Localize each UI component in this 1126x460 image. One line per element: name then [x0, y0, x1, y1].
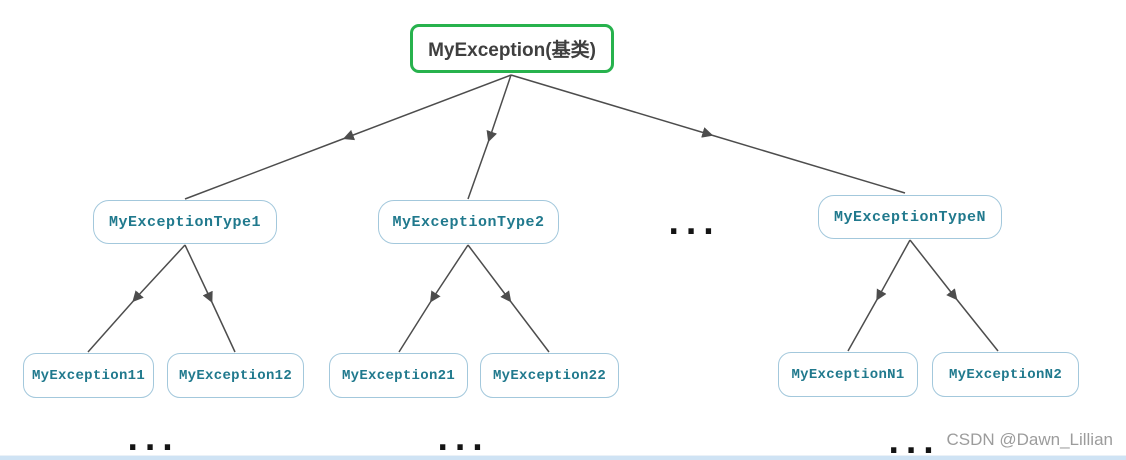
node-myexception21: MyException21: [329, 353, 468, 398]
node-root-myexception: MyException(基类): [410, 24, 614, 73]
node-myexception12: MyException12: [167, 353, 304, 398]
node-myexception22: MyException22: [480, 353, 619, 398]
edge-root-to-type2: [467, 74, 512, 200]
edge-type1-to-leaf12: [184, 244, 236, 353]
node-label: MyException12: [178, 367, 293, 384]
edge-type2-to-leaf21: [398, 244, 469, 353]
node-label: MyExceptionType1: [108, 213, 262, 231]
node-label: MyException11: [31, 367, 146, 384]
node-label: MyException21: [341, 367, 456, 384]
node-myexception11: MyException11: [23, 353, 154, 398]
node-label: MyExceptionN1: [791, 366, 905, 383]
edge-typeN-to-leafN1: [847, 239, 911, 352]
ellipsis-bottom-group1: ...: [127, 423, 180, 458]
csdn-watermark: CSDN @Dawn_Lillian: [946, 430, 1113, 449]
node-label: MyExceptionN2: [948, 366, 1063, 383]
node-label: MyExceptionTypeN: [833, 208, 987, 226]
node-myexceptiontypen: MyExceptionTypeN: [818, 195, 1002, 239]
edge-root-to-type1: [184, 74, 512, 200]
bottom-edge-line: [0, 455, 1126, 460]
node-label: MyException22: [492, 367, 607, 384]
edge-typeN-to-leafN2: [909, 239, 999, 352]
node-myexceptionn1: MyExceptionN1: [778, 352, 918, 397]
edge-type2-to-leaf22: [467, 244, 550, 353]
node-myexceptionn2: MyExceptionN2: [932, 352, 1079, 397]
node-root-label: MyException(基类): [428, 40, 596, 61]
node-myexceptiontype1: MyExceptionType1: [93, 200, 277, 244]
node-myexceptiontype2: MyExceptionType2: [378, 200, 559, 244]
edge-root-to-typeN: [510, 74, 906, 194]
node-label: MyExceptionType2: [392, 213, 545, 231]
ellipsis-bottom-group3: ...: [888, 426, 941, 460]
ellipsis-bottom-group2: ...: [437, 423, 490, 458]
ellipsis-level2: ...: [668, 207, 721, 242]
edge-type1-to-leaf11: [87, 244, 186, 353]
